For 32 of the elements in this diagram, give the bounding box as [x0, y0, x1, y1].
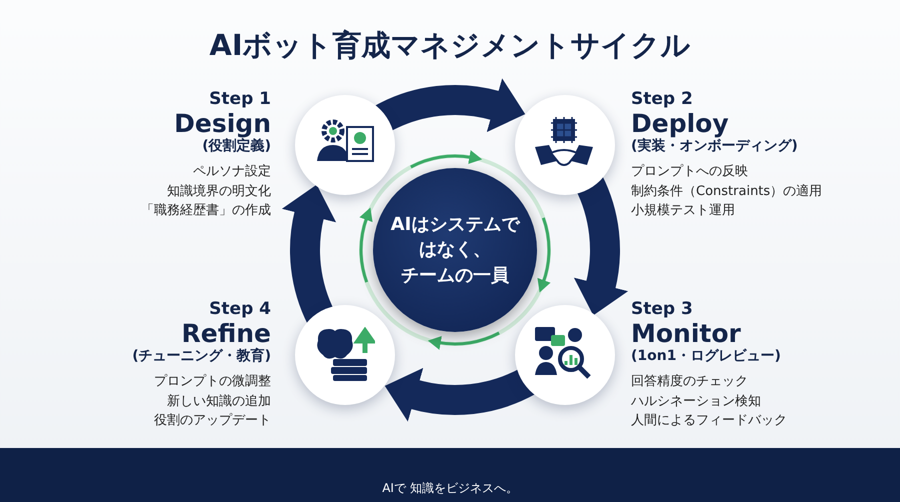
cycle-arrow	[384, 367, 534, 422]
title: AIボット育成マネジメントサイクル	[208, 27, 692, 64]
step-item: ハルシネーション検知	[631, 392, 762, 411]
center-circle	[373, 168, 537, 332]
step-item: 小規模テスト運用	[631, 202, 736, 220]
step-item: 新しい知識の追加	[166, 392, 271, 411]
center-text: AIはシステムではなく、チームの一員	[390, 213, 522, 288]
cycle-arrow	[573, 176, 628, 316]
step-item: ペルソナ設定	[192, 163, 271, 182]
tagline: AIで 知識をビジネスへ。	[381, 480, 519, 497]
step-subtitle: (1on1・ログレビュー)	[631, 348, 782, 366]
step-title: Design	[173, 110, 271, 138]
step-item: 「職務経歴書」の作成	[141, 202, 271, 220]
step-subtitle: (チューニング・教育)	[132, 348, 271, 366]
step-number: Step 2	[631, 89, 694, 110]
step-title: Deploy	[631, 110, 730, 138]
step-number: Step 3	[631, 299, 694, 320]
step-item: プロンプトの微調整	[153, 373, 271, 392]
step-item: 回答精度のチェック	[631, 373, 749, 392]
step-item: 役割のアップデート	[153, 412, 271, 430]
step-subtitle: (実装・オンボーディング)	[631, 138, 799, 156]
step-title: Refine	[180, 320, 271, 348]
step-item: 人間によるフィードバック	[631, 412, 787, 430]
step-item: 知識境界の明文化	[166, 182, 271, 201]
cycle-arrow	[282, 184, 337, 324]
step-title: Monitor	[631, 320, 742, 348]
step-subtitle: (役割定義)	[201, 138, 271, 156]
step-item: プロンプトへの反映	[631, 163, 749, 182]
step-number: Step 4	[208, 299, 271, 320]
cycle-arrow	[376, 78, 526, 133]
step-item: 制約条件（Constraints）の適用	[631, 182, 822, 201]
step-number: Step 1	[208, 89, 271, 110]
